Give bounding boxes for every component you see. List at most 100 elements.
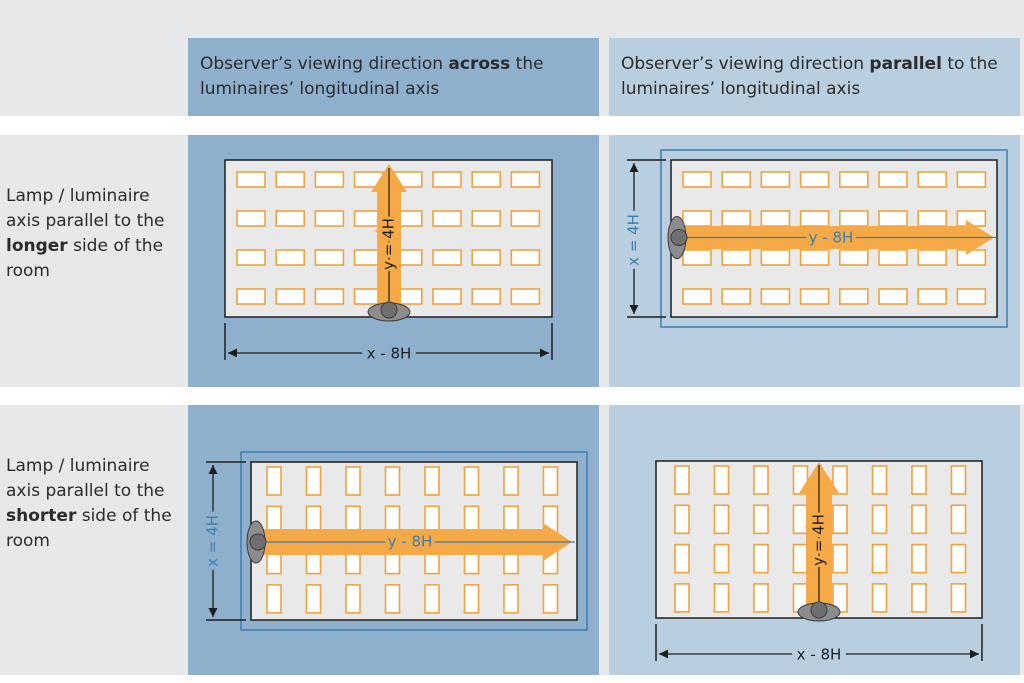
luminaire bbox=[305, 466, 322, 496]
luminaire bbox=[266, 584, 282, 614]
luminaire bbox=[682, 210, 712, 227]
luminaire bbox=[510, 288, 541, 305]
luminaire bbox=[760, 249, 791, 266]
luminaire bbox=[713, 504, 730, 535]
luminaire bbox=[305, 584, 322, 614]
diagram-longer-parallel: y - 8H x = 4H bbox=[620, 149, 1008, 328]
luminaire bbox=[799, 210, 830, 227]
observer-icon bbox=[667, 216, 688, 259]
luminaire bbox=[345, 584, 361, 614]
luminaire bbox=[911, 465, 927, 495]
luminaire bbox=[674, 543, 690, 574]
luminaire bbox=[838, 288, 869, 305]
dim-x-4h-label: x = 4H bbox=[625, 214, 643, 266]
view-frame bbox=[660, 149, 1008, 328]
luminaire bbox=[236, 288, 266, 305]
luminaire bbox=[236, 171, 266, 188]
viewing-arrow bbox=[371, 164, 407, 305]
luminaire bbox=[236, 249, 266, 266]
luminaire bbox=[713, 543, 730, 574]
luminaire bbox=[236, 210, 266, 227]
luminaire bbox=[721, 210, 752, 227]
luminaire bbox=[432, 288, 462, 305]
dim-x-8h-label: x - 8H bbox=[797, 646, 842, 664]
luminaire bbox=[674, 583, 690, 613]
luminaire bbox=[471, 210, 502, 227]
luminaire bbox=[838, 210, 869, 227]
luminaire bbox=[713, 465, 730, 495]
luminaire bbox=[682, 288, 712, 305]
luminaire bbox=[950, 465, 967, 495]
luminaire bbox=[878, 171, 908, 188]
luminaire bbox=[878, 288, 908, 305]
luminaire bbox=[792, 543, 809, 574]
luminaire bbox=[760, 288, 791, 305]
luminaire bbox=[721, 249, 752, 266]
luminaire bbox=[275, 171, 306, 188]
luminaire bbox=[463, 466, 480, 496]
luminaire bbox=[956, 171, 987, 188]
luminaire bbox=[753, 543, 769, 574]
luminaire bbox=[799, 171, 830, 188]
luminaire bbox=[314, 210, 345, 227]
luminaire bbox=[314, 288, 345, 305]
luminaire bbox=[871, 583, 888, 613]
luminaire bbox=[275, 210, 306, 227]
luminaire bbox=[542, 466, 559, 496]
header-across-text: Observer’s viewing direction across the … bbox=[200, 54, 544, 99]
luminaire bbox=[792, 504, 809, 535]
luminaire bbox=[432, 171, 462, 188]
luminaire bbox=[510, 171, 541, 188]
luminaire bbox=[471, 249, 502, 266]
luminaire bbox=[760, 171, 791, 188]
row-label-longer: Lamp / luminaire axis parallel to the lo… bbox=[6, 186, 165, 281]
row-label-shorter-bold: shorter bbox=[6, 506, 77, 526]
luminaire bbox=[832, 504, 848, 535]
luminaire bbox=[838, 249, 869, 266]
header-across-bold: across bbox=[448, 54, 511, 74]
luminaire bbox=[753, 465, 769, 495]
luminaire bbox=[384, 466, 401, 496]
luminaire bbox=[721, 288, 752, 305]
luminaire bbox=[911, 504, 927, 535]
luminaire bbox=[950, 504, 967, 535]
luminaire bbox=[799, 249, 830, 266]
luminaire bbox=[917, 210, 948, 227]
luminaire bbox=[275, 249, 306, 266]
luminaire bbox=[713, 583, 730, 613]
luminaire bbox=[950, 583, 967, 613]
viewing-arrow bbox=[263, 523, 575, 561]
luminaire bbox=[542, 584, 559, 614]
luminaire bbox=[871, 465, 888, 495]
dim-x-4h-label: x = 4H bbox=[204, 515, 222, 567]
header-across: Observer’s viewing direction across the … bbox=[188, 38, 599, 116]
luminaire bbox=[878, 210, 908, 227]
luminaire-grid bbox=[682, 171, 987, 305]
luminaire bbox=[917, 249, 948, 266]
luminaire bbox=[510, 210, 541, 227]
luminaire bbox=[345, 466, 361, 496]
luminaire bbox=[911, 543, 927, 574]
luminaire bbox=[753, 583, 769, 613]
luminaire bbox=[682, 171, 712, 188]
dim-y-8h-label: y - 8H bbox=[809, 229, 854, 247]
viewing-arrow bbox=[683, 220, 996, 255]
luminaire bbox=[432, 210, 462, 227]
luminaire bbox=[753, 504, 769, 535]
luminaire bbox=[956, 288, 987, 305]
diagram-shorter-across: y - 8H x = 4H bbox=[199, 451, 588, 631]
luminaire bbox=[471, 288, 502, 305]
luminaire bbox=[266, 466, 282, 496]
dim-y-4h-label: y = 4H bbox=[810, 514, 828, 566]
dim-x-8h-label: x - 8H bbox=[367, 345, 412, 363]
luminaire bbox=[917, 288, 948, 305]
luminaire bbox=[682, 249, 712, 266]
observer-icon bbox=[246, 520, 267, 564]
header-parallel-text: Observer’s viewing direction parallel to… bbox=[621, 54, 998, 99]
luminaire bbox=[911, 583, 927, 613]
luminaire bbox=[503, 466, 519, 496]
header-parallel: Observer’s viewing direction parallel to… bbox=[609, 38, 1020, 116]
observer-icon bbox=[367, 301, 411, 322]
luminaire bbox=[917, 171, 948, 188]
